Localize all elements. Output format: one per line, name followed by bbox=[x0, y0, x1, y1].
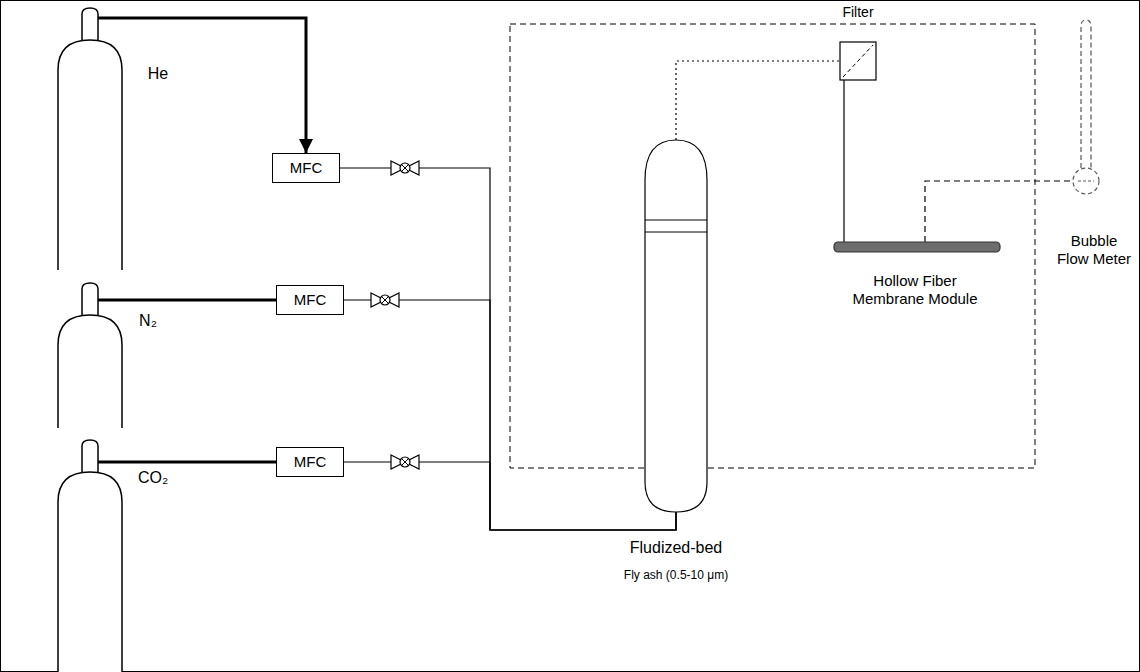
mfc-box: MFC bbox=[272, 153, 340, 183]
valve-handle bbox=[400, 457, 410, 467]
filter-outline bbox=[840, 42, 876, 80]
box-label: MFC bbox=[294, 453, 327, 471]
box-label: MFC bbox=[290, 159, 323, 177]
part-label: Fly ash (0.5-10 μm) bbox=[585, 568, 767, 582]
gas-cylinder: He bbox=[58, 8, 122, 270]
rod-outline bbox=[834, 242, 1000, 252]
part-label: Hollow Fiber Membrane Module bbox=[840, 272, 990, 308]
pipe-connector bbox=[344, 462, 676, 530]
pipe-connector bbox=[98, 299, 276, 302]
mfc-box: MFC bbox=[276, 285, 344, 315]
part-label: N₂ bbox=[128, 311, 168, 330]
pipe-connector bbox=[843, 80, 844, 242]
enclosure-dashed bbox=[510, 24, 1035, 468]
cylinder-neck bbox=[82, 440, 98, 472]
meter-mark bbox=[1078, 181, 1094, 182]
cylinder-body bbox=[58, 472, 122, 672]
pipe-connector bbox=[676, 61, 840, 140]
membrane-tube bbox=[834, 242, 1000, 252]
filter-element bbox=[843, 45, 873, 77]
cyl-outline bbox=[58, 283, 122, 428]
valve-cross bbox=[402, 459, 409, 466]
distributor-plate bbox=[645, 220, 707, 232]
part-label: Filter bbox=[810, 4, 906, 21]
valve-symbol bbox=[391, 161, 419, 175]
box-label: MFC bbox=[294, 291, 327, 309]
cyl-outline bbox=[58, 8, 122, 270]
pipe-connector bbox=[340, 168, 676, 530]
bubble-flow-meter: Bubble Flow Meter bbox=[1072, 20, 1100, 195]
pipe-connector bbox=[925, 181, 1073, 242]
cylinder-neck bbox=[82, 8, 98, 40]
valve-body bbox=[391, 161, 419, 175]
gas-cylinder: N₂ bbox=[58, 283, 122, 428]
filter-box: Filter bbox=[840, 42, 876, 80]
cylinder-body bbox=[58, 315, 122, 428]
part-label: He bbox=[138, 64, 178, 83]
valve-cross bbox=[402, 165, 409, 172]
meter-outline bbox=[1072, 20, 1100, 195]
pipe-connector bbox=[98, 18, 306, 153]
valve-handle bbox=[380, 295, 390, 305]
pipe-connector bbox=[344, 300, 676, 530]
part-label: CO₂ bbox=[128, 468, 178, 487]
meter-bulb bbox=[1073, 168, 1099, 194]
part-label: Fludized-bed bbox=[585, 538, 767, 557]
pipe-connector bbox=[98, 461, 276, 464]
meter-tube bbox=[1081, 20, 1091, 168]
filter-housing bbox=[840, 42, 876, 80]
membrane-module: Hollow Fiber Membrane Module bbox=[834, 242, 1000, 252]
valve-symbol bbox=[371, 293, 399, 307]
fluidized-bed-vessel: Fludized-bedFly ash (0.5-10 μm) bbox=[645, 140, 707, 512]
valve-body bbox=[391, 455, 419, 469]
valve-cross bbox=[382, 297, 389, 304]
valve-handle bbox=[400, 163, 410, 173]
part-label: Bubble Flow Meter bbox=[1054, 232, 1134, 268]
cyl-outline bbox=[58, 440, 122, 672]
vessel-outline bbox=[645, 140, 707, 512]
valve-symbol bbox=[391, 455, 419, 469]
gas-cylinder: CO₂ bbox=[58, 440, 122, 672]
mfc-box: MFC bbox=[276, 447, 344, 477]
cylinder-neck bbox=[82, 283, 98, 315]
cylinder-body bbox=[58, 40, 122, 270]
valve-body bbox=[371, 293, 399, 307]
vessel-body bbox=[645, 140, 707, 512]
